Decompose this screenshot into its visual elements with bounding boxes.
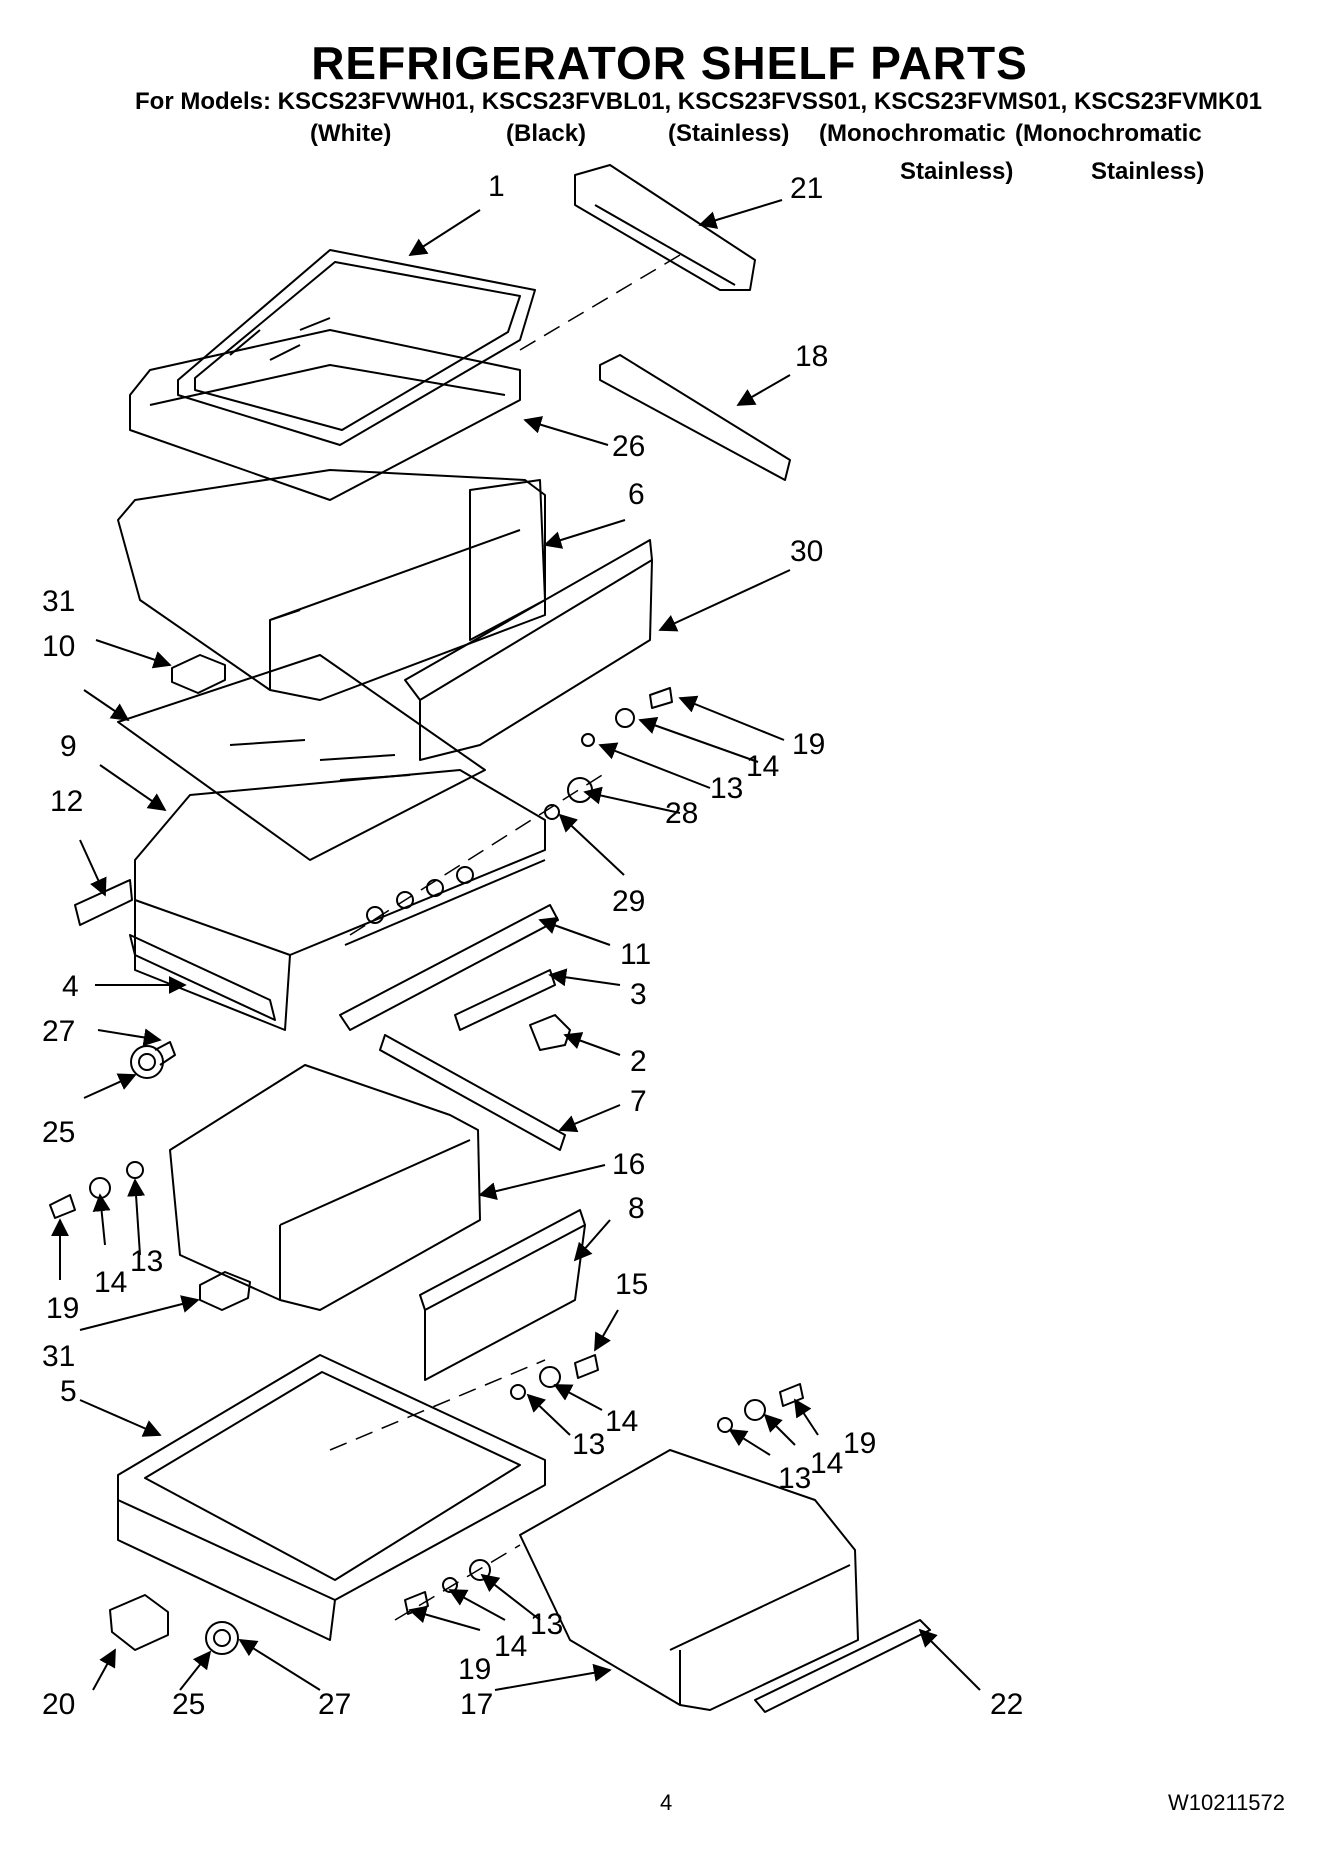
callout-14-right: 14: [810, 1447, 844, 1480]
document-number: W10211572: [1168, 1790, 1286, 1815]
callout-19-left: 19: [46, 1292, 80, 1325]
fastener-set-mid: [49, 1161, 599, 1400]
part-31-lower-clip: [199, 1271, 251, 1311]
callout-13: 13: [710, 772, 744, 805]
callout-3: 3: [630, 978, 647, 1011]
part-30-drawer-front: [404, 539, 653, 761]
finish-label-mono-1: (Monochromatic: [819, 120, 1006, 147]
callout-25-lower: 25: [172, 1688, 206, 1721]
callout-15: 15: [615, 1268, 649, 1301]
callout-9: 9: [60, 730, 77, 763]
part-17-drawer: [519, 1449, 859, 1711]
part-20-clip: [109, 1594, 169, 1651]
callout-16: 16: [612, 1148, 646, 1181]
callout-27: 27: [42, 1015, 76, 1048]
callout-27-lower: 27: [318, 1688, 352, 1721]
callout-13-lower: 13: [530, 1608, 564, 1641]
callout-4: 4: [62, 970, 79, 1003]
finish-label-white: (White): [310, 120, 392, 147]
callout-19-right: 19: [843, 1427, 877, 1460]
callout-19-lower: 19: [458, 1653, 492, 1686]
callout-1: 1: [488, 170, 505, 203]
part-12-rail: [74, 879, 133, 926]
finish-label-black: (Black): [506, 120, 587, 147]
callout-10: 10: [42, 630, 76, 663]
callout-18: 18: [795, 340, 829, 373]
part-1-shelf-frame: [177, 249, 536, 446]
callout-5: 5: [60, 1375, 77, 1408]
callout-14-left: 14: [94, 1266, 128, 1299]
callout-13-left: 13: [130, 1245, 164, 1278]
part-5-crisper-cover: [117, 1354, 546, 1641]
callout-13-right: 13: [778, 1462, 812, 1495]
callout-6: 6: [628, 478, 645, 511]
callout-25: 25: [42, 1116, 76, 1149]
callout-30: 30: [790, 535, 824, 568]
page-number: 4: [660, 1790, 673, 1815]
part-9-shelf-frame: [134, 769, 546, 1031]
callout-14-mid: 14: [605, 1405, 639, 1438]
callout-21: 21: [790, 172, 824, 205]
callout-31: 31: [42, 585, 76, 618]
part-25-lower-wheel: [205, 1621, 239, 1655]
part-6-crisper-drawer: [117, 469, 546, 701]
callout-12: 12: [50, 785, 84, 818]
callout-2: 2: [630, 1045, 647, 1078]
callout-29: 29: [612, 885, 646, 918]
callout-17: 17: [460, 1688, 494, 1721]
part-22-handle: [754, 1619, 931, 1713]
finish-label-mono-1-line2: Stainless): [900, 158, 1014, 185]
callout-22: 22: [990, 1688, 1024, 1721]
part-8-drawer-front: [419, 1209, 586, 1381]
finish-label-mono-2-line2: Stainless): [1091, 158, 1205, 185]
page-title: REFRIGERATOR SHELF PARTS: [311, 37, 1028, 89]
callout-19: 19: [792, 728, 826, 761]
leader-lines: [51, 199, 981, 1691]
part-25-wheel: [130, 1041, 176, 1079]
callout-26: 26: [612, 430, 646, 463]
part-2-clip: [529, 1014, 571, 1051]
part-18-rail: [599, 354, 791, 481]
callout-20: 20: [42, 1688, 76, 1721]
callout-14-lower: 14: [494, 1630, 528, 1663]
part-4-rail: [129, 934, 276, 1021]
callout-31-lower: 31: [42, 1340, 76, 1373]
callout-7: 7: [630, 1085, 647, 1118]
part-31-clip: [171, 654, 226, 694]
callout-13-mid: 13: [572, 1428, 606, 1461]
alignment-lines: [329, 254, 681, 1621]
callout-28: 28: [665, 797, 699, 830]
callout-11: 11: [620, 938, 652, 971]
part-7-rail: [379, 1034, 566, 1151]
part-26-crisper-cover: [129, 329, 521, 501]
callout-14: 14: [746, 750, 780, 783]
models-line: For Models: KSCS23FVWH01, KSCS23FVBL01, …: [135, 88, 1263, 115]
part-21-rail: [574, 164, 756, 291]
finish-label-mono-2: (Monochromatic: [1015, 120, 1202, 147]
part-16-drawer: [169, 1064, 481, 1311]
finish-label-stainless: (Stainless): [668, 120, 790, 147]
callout-8: 8: [628, 1192, 645, 1225]
part-11-rail: [339, 904, 559, 1031]
